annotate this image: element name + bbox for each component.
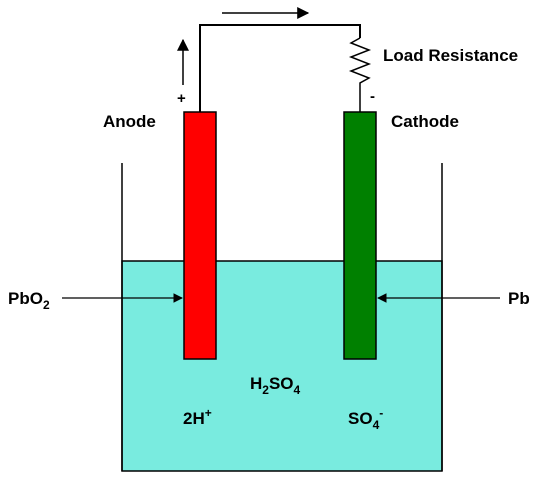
- cathode-electrode: [343, 111, 377, 360]
- electrolyte-solution: [121, 260, 443, 472]
- cathode-sign-label: -: [370, 88, 375, 105]
- anode-electrode: [183, 111, 217, 360]
- cathode-label: Cathode: [391, 112, 459, 131]
- anode-material-label: PbO2: [8, 289, 50, 312]
- anode-label: Anode: [103, 112, 156, 131]
- load-resistance-label: Load Resistance: [383, 46, 519, 65]
- cathode-ion-label: SO4-: [348, 406, 384, 432]
- cathode-material-label: Pb: [508, 289, 530, 308]
- anode-ion-label: 2H+: [183, 406, 212, 428]
- load-resistor: [348, 37, 372, 112]
- circuit-wire: [199, 24, 361, 112]
- electrolyte-formula-label: H2SO4: [250, 374, 301, 397]
- anode-sign-label: +: [177, 90, 186, 107]
